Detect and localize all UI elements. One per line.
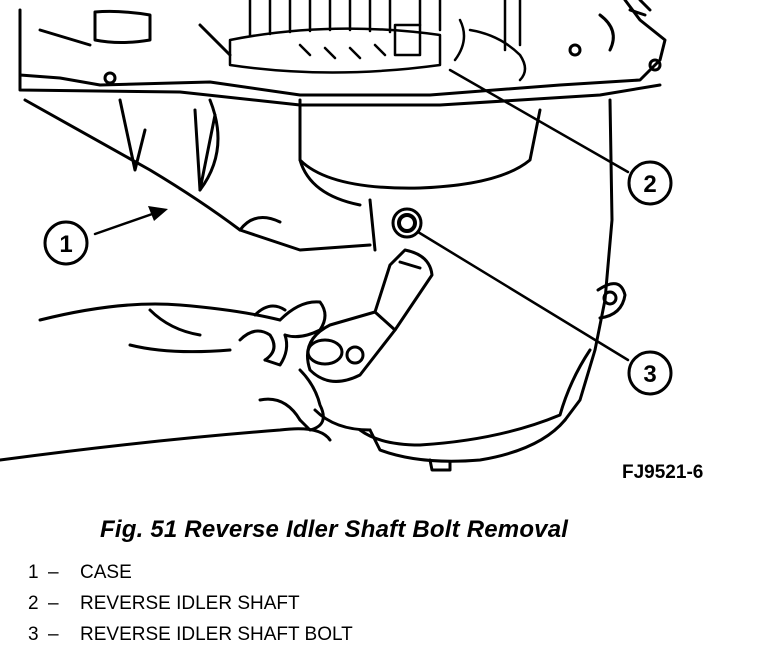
legend-dash: – bbox=[48, 624, 59, 645]
leader-arrowhead-1 bbox=[148, 206, 168, 221]
case-ribs bbox=[118, 98, 220, 192]
callout-3: 3 bbox=[627, 350, 673, 396]
legend-item: 2–REVERSE IDLER SHAFT bbox=[28, 588, 353, 619]
leader-line-2 bbox=[448, 68, 630, 174]
callout-2-number: 2 bbox=[643, 171, 656, 198]
legend-item: 3–REVERSE IDLER SHAFT BOLT bbox=[28, 619, 353, 650]
gear-cluster bbox=[228, 0, 527, 82]
case-flange bbox=[18, 0, 667, 107]
legend-item: 1–CASE bbox=[28, 557, 353, 588]
callout-legend: 1–CASE 2–REVERSE IDLER SHAFT 3–REVERSE I… bbox=[28, 557, 353, 650]
transmission-illustration: 1 2 3 FJ9521-6 bbox=[0, 0, 703, 483]
legend-label: CASE bbox=[80, 562, 132, 583]
legend-label: REVERSE IDLER SHAFT BOLT bbox=[80, 624, 353, 645]
callout-1-number: 1 bbox=[59, 231, 72, 258]
legend-number: 3 bbox=[28, 624, 39, 645]
idler-shaft-bolt bbox=[391, 207, 423, 239]
leader-lines bbox=[93, 68, 630, 362]
legend-label: REVERSE IDLER SHAFT bbox=[80, 593, 300, 614]
legend-number: 1 bbox=[28, 562, 39, 583]
legend-dash: – bbox=[48, 593, 59, 614]
drawing-code: FJ9521-6 bbox=[622, 462, 703, 483]
technician-hand bbox=[0, 300, 372, 462]
callout-3-number: 3 bbox=[643, 361, 656, 388]
legend-dash: – bbox=[48, 562, 59, 583]
leader-line-3 bbox=[416, 230, 630, 362]
figure-caption: Fig. 51 Reverse Idler Shaft Bolt Removal bbox=[100, 516, 569, 543]
callout-1: 1 bbox=[43, 220, 89, 266]
callout-2: 2 bbox=[627, 160, 673, 206]
leader-line-1 bbox=[93, 210, 160, 236]
case-body bbox=[23, 98, 627, 472]
legend-number: 2 bbox=[28, 593, 39, 614]
